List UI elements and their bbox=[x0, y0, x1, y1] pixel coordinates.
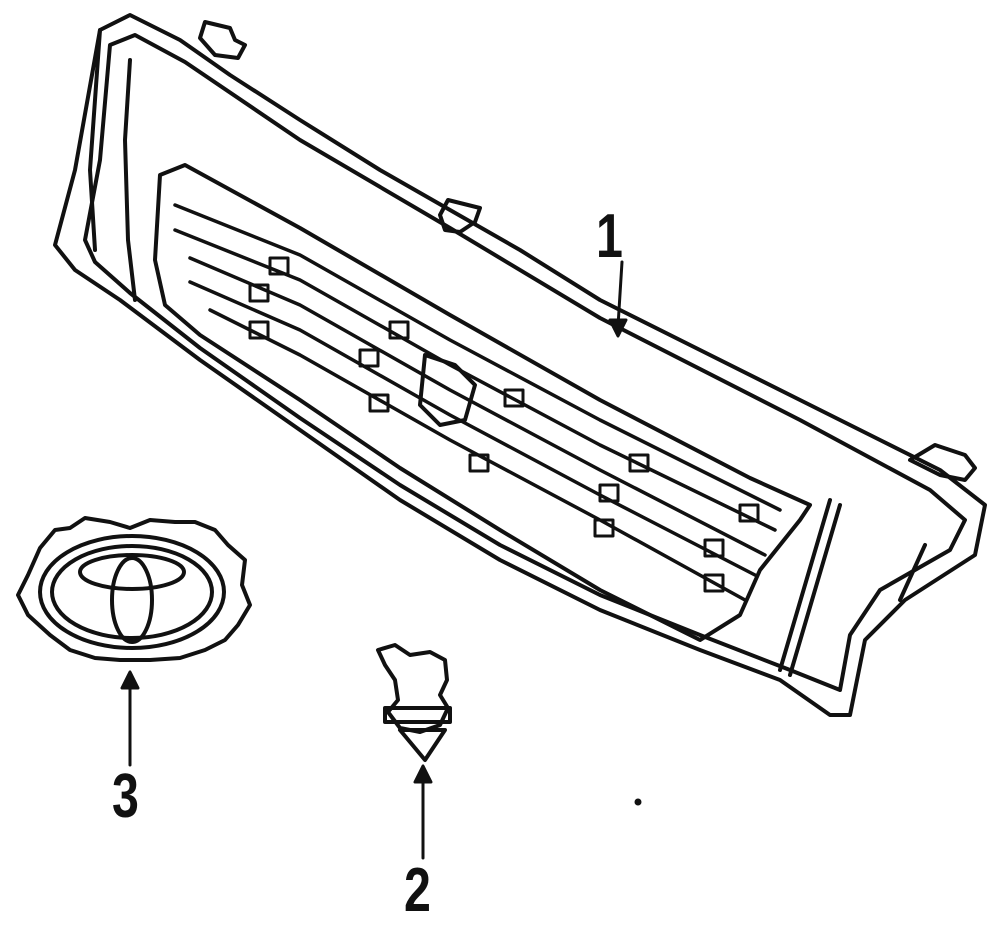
arrowhead-1 bbox=[608, 318, 628, 338]
grille-left-edge bbox=[88, 28, 137, 302]
callout-number-2: 2 bbox=[404, 856, 431, 925]
emblem-inner-ring bbox=[50, 544, 214, 640]
speck bbox=[634, 798, 642, 806]
leader-lines bbox=[120, 260, 628, 860]
arrowhead-3 bbox=[120, 670, 140, 690]
grille-top-peg-center bbox=[438, 198, 482, 234]
emblem-gasket bbox=[16, 516, 252, 662]
grille-opening bbox=[153, 163, 812, 642]
leader-1 bbox=[616, 260, 624, 328]
emblem-logo-vertical-oval bbox=[110, 556, 154, 644]
clip-tip bbox=[398, 728, 447, 762]
grille-center-mount bbox=[418, 353, 477, 427]
emblem-logo-horizontal-oval bbox=[78, 553, 186, 591]
emblem-outer-ring bbox=[38, 534, 226, 650]
grille-assembly bbox=[53, 13, 987, 717]
clip bbox=[376, 643, 452, 762]
emblem bbox=[16, 516, 252, 662]
grille-inner-rim bbox=[83, 33, 967, 692]
grille-right-panel bbox=[778, 498, 927, 677]
clip-base bbox=[383, 706, 452, 724]
grille-tabs bbox=[248, 256, 760, 593]
grille-outer-frame bbox=[53, 13, 987, 717]
grille-top-peg-left bbox=[198, 20, 247, 60]
arrowhead-2 bbox=[413, 764, 433, 784]
clip-body bbox=[376, 643, 450, 734]
callout-number-3: 3 bbox=[112, 762, 139, 831]
callout-number-1: 1 bbox=[596, 202, 623, 271]
grille-bars bbox=[173, 203, 782, 602]
grille-right-peg bbox=[908, 443, 977, 482]
